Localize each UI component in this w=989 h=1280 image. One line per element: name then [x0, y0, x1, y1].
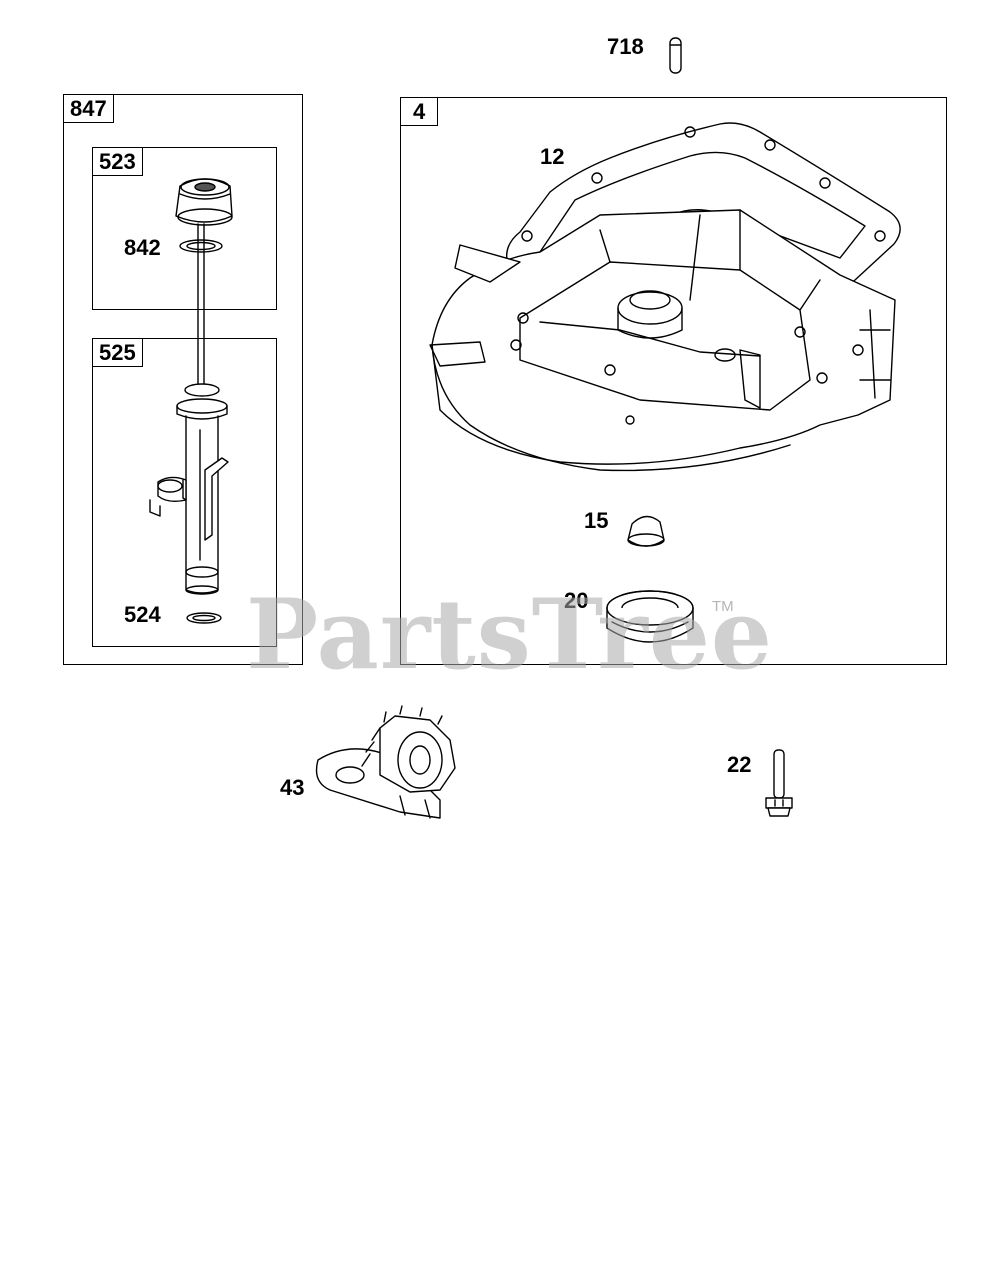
- callout-4[interactable]: 4: [401, 98, 439, 126]
- governor-assembly-part[interactable]: [315, 705, 456, 819]
- dipstick-cap-part[interactable]: [175, 178, 233, 226]
- kit-box-4: 4: [400, 97, 947, 665]
- kit-box-847: 847: [63, 94, 303, 665]
- callout-43[interactable]: 43: [280, 775, 305, 800]
- callout-842[interactable]: 842: [124, 235, 161, 260]
- callout-20[interactable]: 20: [564, 588, 589, 613]
- kit-box-523: 523: [92, 147, 277, 310]
- kit-box-525: 525: [92, 338, 277, 647]
- dowel-pin-part[interactable]: [669, 37, 682, 74]
- dipstick-rod-part[interactable]: [197, 223, 205, 386]
- o-ring-842-part[interactable]: [179, 239, 223, 253]
- callout-524[interactable]: 524: [124, 602, 161, 627]
- sump-cover-part[interactable]: [429, 209, 896, 472]
- bolt-part[interactable]: [765, 749, 793, 817]
- o-ring-524-part[interactable]: [186, 612, 222, 624]
- callout-523[interactable]: 523: [93, 148, 143, 176]
- oil-seal-part[interactable]: [606, 590, 694, 643]
- callout-847[interactable]: 847: [64, 95, 114, 123]
- watermark-trademark: TM: [712, 598, 734, 615]
- callout-525[interactable]: 525: [93, 339, 143, 367]
- cap-15-part[interactable]: [627, 515, 665, 547]
- callout-15[interactable]: 15: [584, 508, 609, 533]
- watermark-logo: PartsTree: [246, 578, 773, 691]
- callout-22[interactable]: 22: [727, 752, 752, 777]
- callout-718[interactable]: 718: [607, 34, 644, 59]
- callout-12[interactable]: 12: [540, 144, 565, 169]
- dipstick-tube-part[interactable]: [149, 383, 229, 595]
